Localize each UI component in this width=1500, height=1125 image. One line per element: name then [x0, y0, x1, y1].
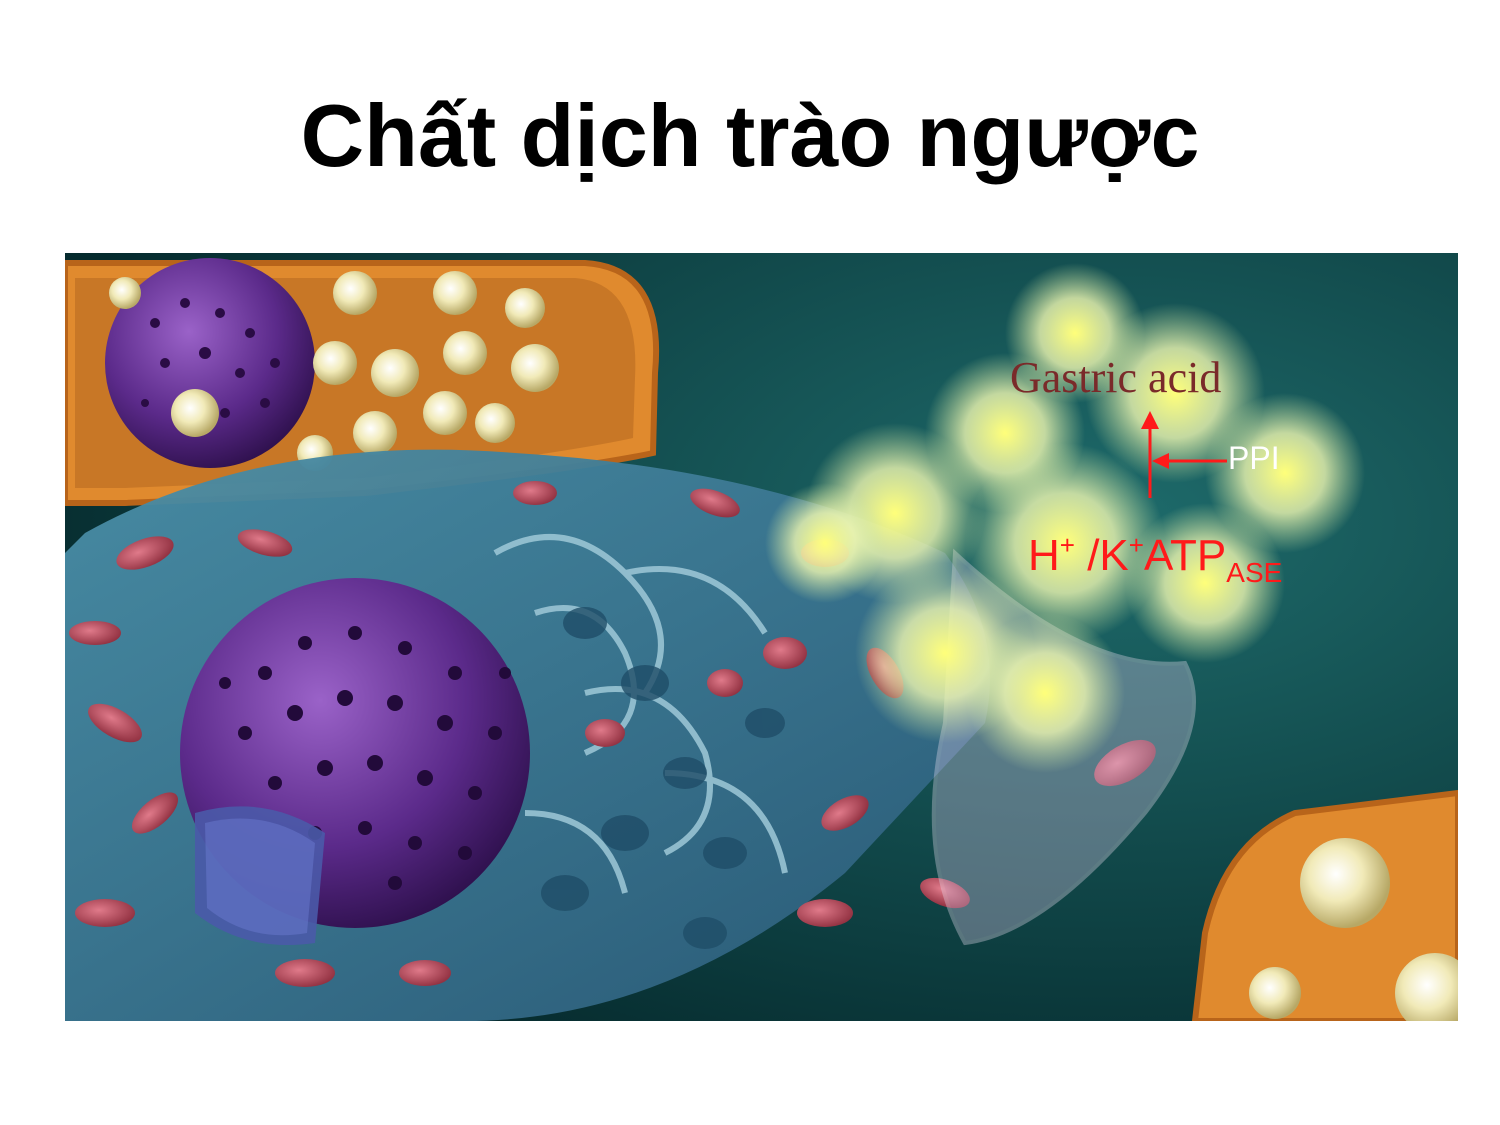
ppi-arrow-head [1152, 453, 1169, 469]
slide-title: Chất dịch trào ngược [300, 86, 1200, 185]
ppi-label: PPI [1228, 440, 1280, 476]
pump-plus-2: + [1128, 530, 1144, 560]
acid-arrow-head [1141, 411, 1159, 429]
pump-plus-1: + [1059, 530, 1075, 560]
proton-pump-label: H+ /K+ATPASE [1028, 530, 1282, 589]
pump-h: H [1028, 531, 1060, 580]
parietal-cell-illustration [65, 253, 1458, 1021]
pump-atp: ATP [1143, 531, 1227, 580]
cell-illustration-svg [65, 253, 1458, 1021]
pump-subscript: ASE [1226, 557, 1283, 588]
pump-slash-k: /K [1074, 531, 1129, 580]
gastric-acid-label: Gastric acid [1010, 353, 1222, 402]
